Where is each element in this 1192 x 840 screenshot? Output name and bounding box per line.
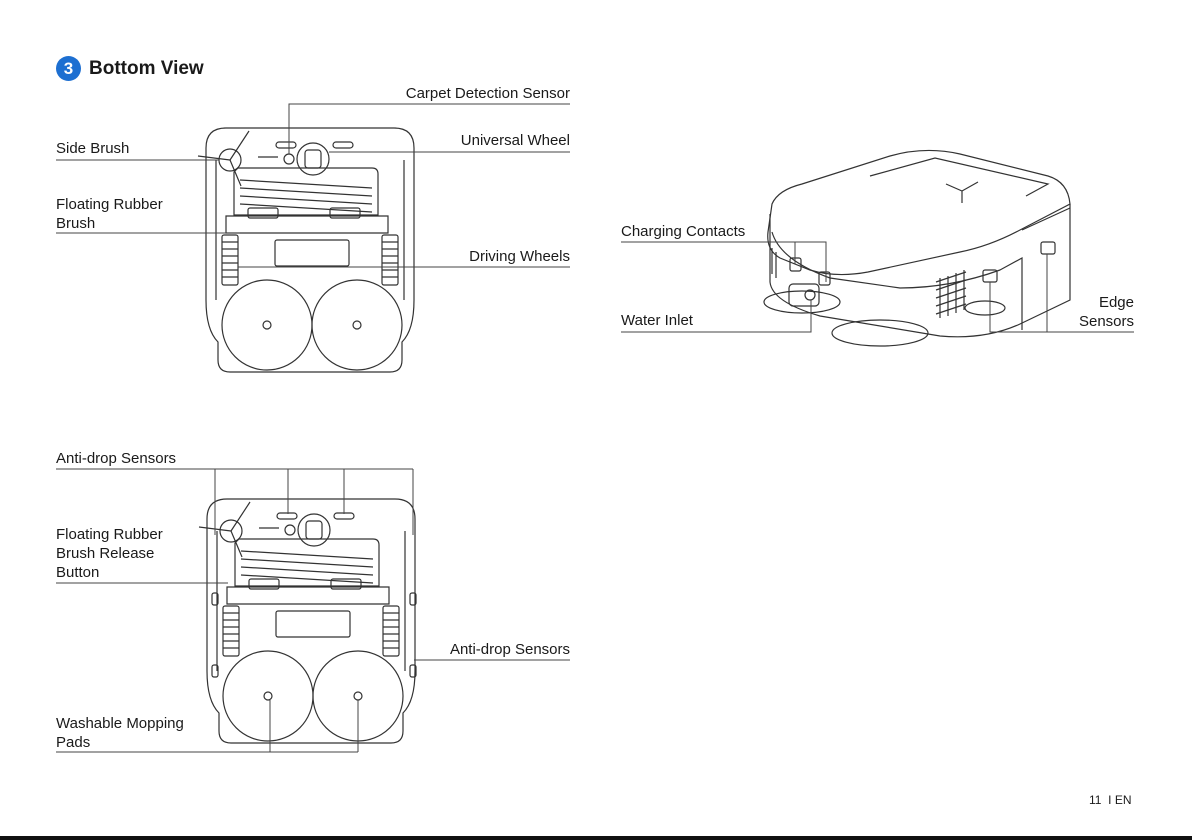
label-charging-contacts: Charging Contacts	[621, 222, 745, 241]
label-carpet-detection-sensor: Carpet Detection Sensor	[370, 84, 570, 103]
label-driving-wheels: Driving Wheels	[400, 247, 570, 266]
label-universal-wheel: Universal Wheel	[400, 131, 570, 150]
label-floating-rubber-brush: Floating Rubber Brush	[56, 195, 163, 233]
robot-bottom-view-1	[198, 128, 414, 372]
label-anti-drop-sensors-top: Anti-drop Sensors	[56, 449, 176, 468]
label-edge-sensors: Edge Sensors	[1034, 293, 1134, 331]
robot-bottom-view-2	[199, 499, 416, 743]
leader-lines	[56, 104, 1134, 752]
label-water-inlet: Water Inlet	[621, 311, 693, 330]
label-floating-rubber-brush-release-button: Floating Rubber Brush Release Button	[56, 525, 163, 582]
robot-iso-view	[764, 150, 1070, 346]
label-side-brush: Side Brush	[56, 139, 129, 158]
page-number: 11 I EN	[1089, 793, 1132, 807]
bottom-rule	[0, 836, 1192, 840]
label-anti-drop-sensors-right: Anti-drop Sensors	[400, 640, 570, 659]
label-washable-mopping-pads: Washable Mopping Pads	[56, 714, 184, 752]
